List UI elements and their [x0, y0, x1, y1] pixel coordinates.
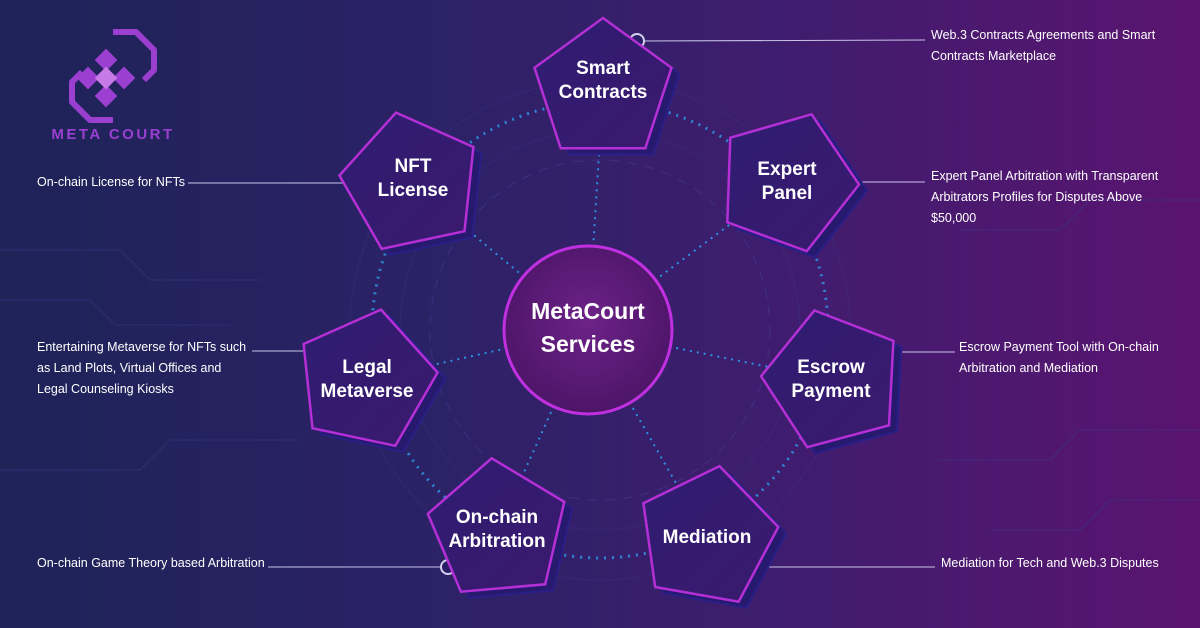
leader-line-smart-contracts: [636, 39, 926, 42]
service-nodes: [302, 16, 903, 609]
text-line: On-chain License for NFTs: [37, 175, 185, 189]
node-label-line1: Legal: [342, 357, 392, 378]
node-label-line2: Panel: [761, 183, 813, 204]
logo-mark-icon: [69, 29, 157, 123]
node-label-line2: Arbitration: [448, 531, 546, 552]
node-label-nft-license: NFT License: [343, 155, 483, 203]
node-label-line1: On-chain: [455, 507, 539, 528]
node-onchain-arbitration: [426, 456, 566, 594]
node-label-legal-metaverse: Legal Metaverse: [297, 356, 437, 404]
spoke-smart-contracts: [592, 147, 601, 241]
metacourt-logo: META COURT: [38, 26, 188, 156]
text-line: Arbitrators Profiles for Disputes Above: [931, 190, 1143, 204]
text-line: Entertaining Metaverse for NFTs such: [37, 340, 247, 354]
node-label-smart-contracts: Smart Contracts: [533, 57, 673, 105]
node-label-line2: License: [377, 180, 449, 201]
spoke-expert-panel: [659, 215, 742, 278]
description-nft-license: On-chain License for NFTs: [37, 172, 237, 193]
spokes: [422, 147, 777, 488]
node-expert-panel: [726, 112, 861, 253]
spoke-escrow-payment: [675, 347, 777, 370]
hub-circle: [502, 244, 674, 416]
node-label-line1: Escrow: [797, 357, 865, 378]
description-expert-panel: Expert Panel Arbitration with Transparen…: [931, 166, 1191, 229]
text-line: Legal Counseling Kiosks: [37, 382, 174, 396]
description-smart-contracts: Web.3 Contracts Agreements and Smart Con…: [931, 25, 1191, 67]
node-mediation: [642, 464, 780, 604]
text-line: Contracts Marketplace: [931, 49, 1057, 63]
node-label-expert-panel: Expert Panel: [717, 158, 857, 206]
node-label-line1: Mediation: [662, 527, 752, 548]
spoke-onchain-arbitration: [520, 411, 552, 478]
node-smart-contracts: [533, 16, 673, 150]
text-line: Expert Panel Arbitration with Transparen…: [931, 169, 1159, 183]
description-mediation: Mediation for Tech and Web.3 Disputes: [941, 553, 1191, 574]
node-label-escrow-payment: Escrow Payment: [761, 356, 901, 404]
text-line: Mediation for Tech and Web.3 Disputes: [941, 556, 1159, 570]
node-label-line2: Metaverse: [320, 381, 414, 402]
description-legal-metaverse: Entertaining Metaverse for NFTs such as …: [37, 337, 277, 400]
text-line: as Land Plots, Virtual Offices and: [37, 361, 222, 375]
hub-title-line1: MetaCourt: [531, 297, 645, 324]
node-label-line1: Expert: [757, 159, 817, 180]
hub-title-line2: Services: [540, 331, 636, 357]
text-line: $50,000: [931, 211, 977, 225]
node-label-line1: Smart: [576, 58, 630, 79]
node-legal-metaverse: [302, 308, 440, 448]
node-label-mediation: Mediation: [637, 526, 777, 550]
description-escrow-payment: Escrow Payment Tool with On-chain Arbitr…: [959, 337, 1189, 379]
node-label-line1: NFT: [394, 156, 432, 177]
text-line: Arbitration and Mediation: [959, 361, 1098, 375]
text-line: Web.3 Contracts Agreements and Smart: [931, 28, 1156, 42]
node-label-line2: Payment: [791, 381, 871, 402]
node-escrow-payment: [759, 309, 895, 449]
text-line: On-chain Game Theory based Arbitration: [37, 556, 265, 570]
node-label-onchain-arbitration: On-chain Arbitration: [427, 506, 567, 554]
hub: MetaCourt Services: [510, 244, 666, 412]
logo-wordmark: META COURT: [51, 126, 175, 143]
node-label-line2: Contracts: [558, 82, 648, 103]
text-line: Escrow Payment Tool with On-chain: [959, 340, 1159, 354]
description-onchain-arbitration: On-chain Game Theory based Arbitration: [37, 553, 297, 574]
spoke-mediation: [631, 407, 679, 488]
node-nft-license: [337, 111, 475, 251]
